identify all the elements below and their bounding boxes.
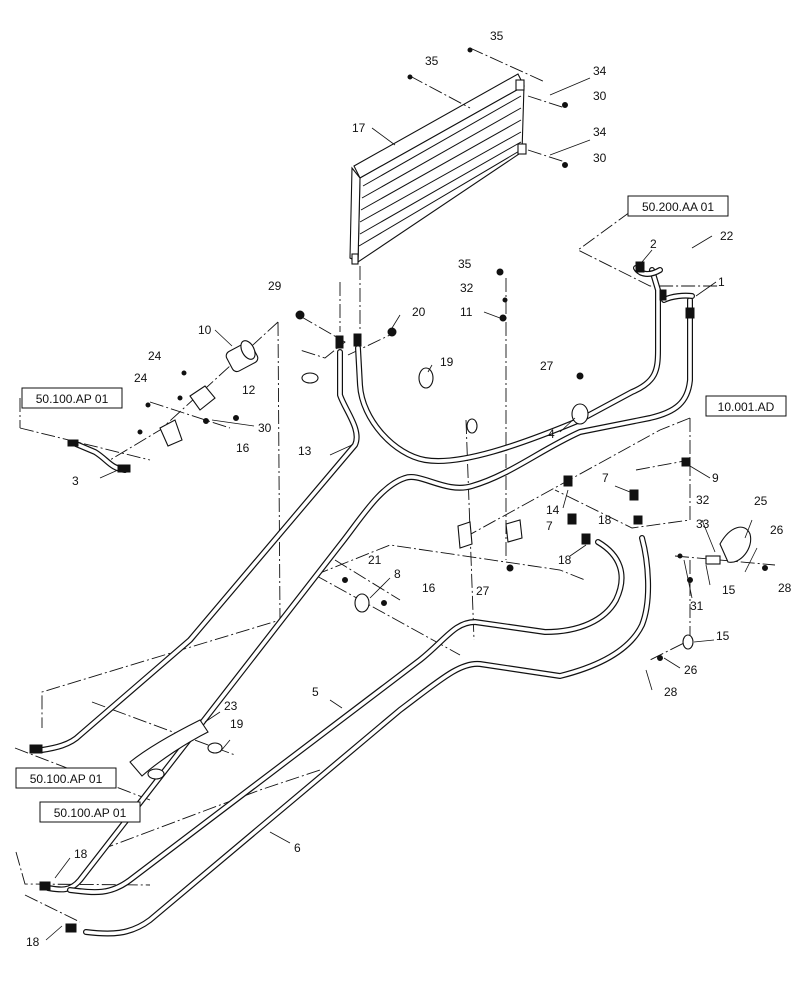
- callout-30: 30: [593, 151, 607, 165]
- callout-30: 30: [593, 89, 607, 103]
- callout-16: 16: [236, 441, 250, 455]
- callout-34: 34: [593, 64, 607, 78]
- callout-20: 20: [412, 305, 426, 319]
- callout-32: 32: [696, 493, 710, 507]
- callout-18: 18: [74, 847, 88, 861]
- callout-34: 34: [593, 125, 607, 139]
- callout-12: 12: [242, 383, 256, 397]
- condenser: [349, 73, 527, 265]
- callout-15: 15: [716, 629, 730, 643]
- components: [29, 47, 768, 933]
- ref-50-100-ap-01-top-label: 50.100.AP 01: [36, 392, 109, 406]
- callout-19: 19: [230, 717, 244, 731]
- callout-2: 2: [650, 237, 657, 251]
- ref-10-001-ad-label: 10.001.AD: [718, 400, 775, 414]
- callout-26: 26: [684, 663, 698, 677]
- ref-50-100-ap-01-mid-label: 50.100.AP 01: [30, 772, 103, 786]
- callout-27: 27: [540, 359, 554, 373]
- callout-labels: 35 35 34 30 34 30 17 2 22 1 35 32 11 29 …: [26, 29, 792, 949]
- callout-33: 33: [696, 517, 710, 531]
- ref-50-100-ap-01-top: 50.100.AP 01: [21, 387, 123, 409]
- callout-35: 35: [425, 54, 439, 68]
- ref-50-200-aa-01: 50.200.AA 01: [627, 195, 729, 217]
- callout-31: 31: [690, 599, 704, 613]
- callout-19: 19: [440, 355, 454, 369]
- guide-lines: [14, 47, 776, 923]
- callout-4: 4: [548, 427, 555, 441]
- callout-1: 1: [718, 275, 725, 289]
- ref-50-100-ap-01-mid: 50.100.AP 01: [15, 767, 117, 789]
- callout-7: 7: [546, 519, 553, 533]
- callout-21: 21: [368, 553, 382, 567]
- callout-22: 22: [720, 229, 734, 243]
- callout-35: 35: [458, 257, 472, 271]
- callout-32: 32: [460, 281, 474, 295]
- hoses: [39, 265, 695, 937]
- callout-9: 9: [712, 471, 719, 485]
- callout-28: 28: [664, 685, 678, 699]
- callout-18: 18: [26, 935, 40, 949]
- callout-29: 29: [268, 279, 282, 293]
- callout-3: 3: [72, 474, 79, 488]
- callout-17: 17: [352, 121, 366, 135]
- ref-10-001-ad: 10.001.AD: [705, 395, 787, 417]
- callout-35: 35: [490, 29, 504, 43]
- callout-13: 13: [298, 444, 312, 458]
- callout-6: 6: [294, 841, 301, 855]
- ref-50-200-aa-01-label: 50.200.AA 01: [642, 200, 714, 214]
- leader-lines: [45, 77, 758, 941]
- callout-27: 27: [476, 584, 490, 598]
- callout-14: 14: [546, 503, 560, 517]
- callout-28: 28: [778, 581, 792, 595]
- callout-5: 5: [312, 685, 319, 699]
- callout-7: 7: [602, 471, 609, 485]
- callout-30: 30: [258, 421, 272, 435]
- callout-15: 15: [722, 583, 736, 597]
- callout-23: 23: [224, 699, 238, 713]
- callout-10: 10: [198, 323, 212, 337]
- callout-16: 16: [422, 581, 436, 595]
- callout-26: 26: [770, 523, 784, 537]
- callout-24: 24: [134, 371, 148, 385]
- callout-25: 25: [754, 494, 768, 508]
- callout-24: 24: [148, 349, 162, 363]
- callout-18: 18: [558, 553, 572, 567]
- callout-18: 18: [598, 513, 612, 527]
- callout-8: 8: [394, 567, 401, 581]
- callout-11: 11: [460, 305, 473, 319]
- ref-50-100-ap-01-bot: 50.100.AP 01: [39, 801, 141, 823]
- reference-boxes: 50.200.AA 01 10.001.AD 50.100.AP 01 50.1…: [15, 195, 787, 823]
- ref-50-100-ap-01-bot-label: 50.100.AP 01: [54, 806, 127, 820]
